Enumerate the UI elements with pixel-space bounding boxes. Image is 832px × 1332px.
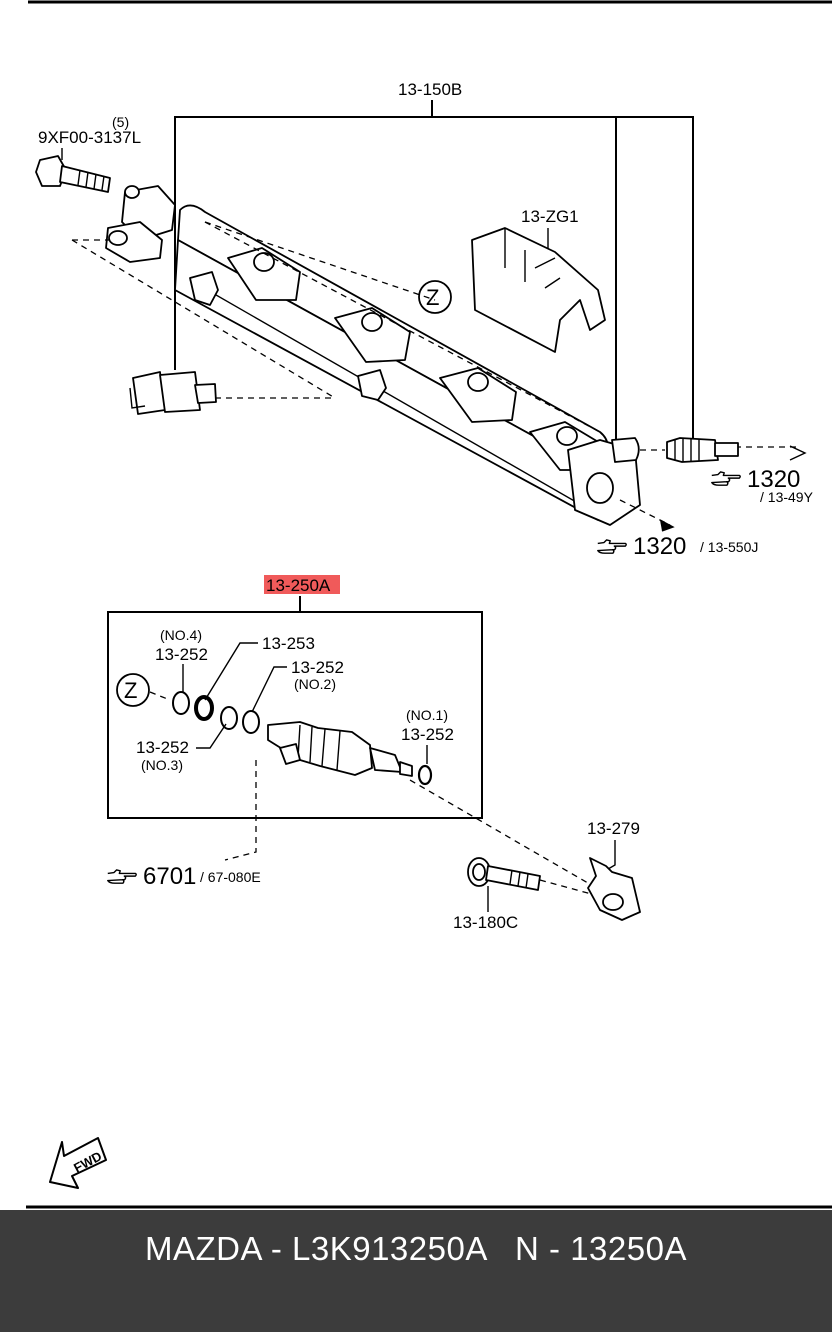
label-13-ZG1: 13-ZG1	[521, 207, 579, 226]
label-13-252-no1: 13-252	[401, 725, 454, 744]
insulator-13-ZG1	[471, 227, 606, 353]
ref-13-550J: / 13-550J	[700, 539, 758, 555]
fuel-pressure-sensor	[129, 371, 217, 415]
injector-detail-frame	[107, 611, 483, 819]
detail-marker-z-bottom: Z	[116, 673, 150, 707]
caption-bar: MAZDA - L3K913250A N - 13250A	[0, 1210, 832, 1332]
pointing-hand-icon	[711, 471, 741, 486]
fuel-rail	[105, 185, 641, 526]
fuel-hose-connector	[666, 437, 807, 463]
label-13-252-no4: 13-252	[155, 645, 208, 664]
ref-1320-b: 1320	[633, 533, 686, 560]
ref-1320-a: 1320	[747, 466, 800, 493]
pointing-hand-icon	[597, 539, 627, 554]
assembly-bracket-13-150B	[174, 100, 694, 440]
fuel-injector	[267, 721, 413, 777]
label-no1: (NO.1)	[406, 707, 448, 723]
leader-lines	[71, 221, 800, 896]
label-13-252-no2: 13-252	[291, 658, 344, 677]
highlight-box	[264, 575, 340, 594]
ref-13-49Y: / 13-49Y	[760, 489, 814, 505]
label-13-252-no3: 13-252	[136, 738, 189, 757]
fuel-rail-bolt	[35, 155, 111, 193]
ref-6701: 6701	[143, 863, 196, 890]
pointing-hand-icon	[107, 869, 137, 884]
ref-67-080E: / 67-080E	[200, 869, 261, 885]
svg-text:Z: Z	[426, 285, 439, 310]
label-no2: (NO.2)	[294, 676, 336, 692]
label-no3: (NO.3)	[141, 757, 183, 773]
label-13-253: 13-253	[262, 634, 315, 653]
label-bolt-qty: (5)	[112, 114, 129, 130]
bolt-13-180C	[467, 857, 541, 891]
svg-text:Z: Z	[124, 678, 137, 703]
parts-diagram: 13-150B (5) 9XF00-3137L	[26, 0, 832, 1209]
forward-direction-arrow: FWD	[49, 1137, 107, 1189]
o-rings	[172, 691, 433, 786]
label-13-250A: 13-250A	[266, 576, 331, 595]
label-9XF00-3137L: 9XF00-3137L	[38, 128, 141, 147]
label-no4: (NO.4)	[160, 627, 202, 643]
label-13-150B: 13-150B	[398, 80, 462, 99]
injector-bracket-13-279	[587, 857, 641, 921]
label-13-279: 13-279	[587, 819, 640, 838]
detail-marker-z-top: Z	[418, 280, 452, 314]
label-13-180C: 13-180C	[453, 913, 518, 932]
part-number-caption: MAZDA - L3K913250A N - 13250A	[145, 1230, 687, 1267]
